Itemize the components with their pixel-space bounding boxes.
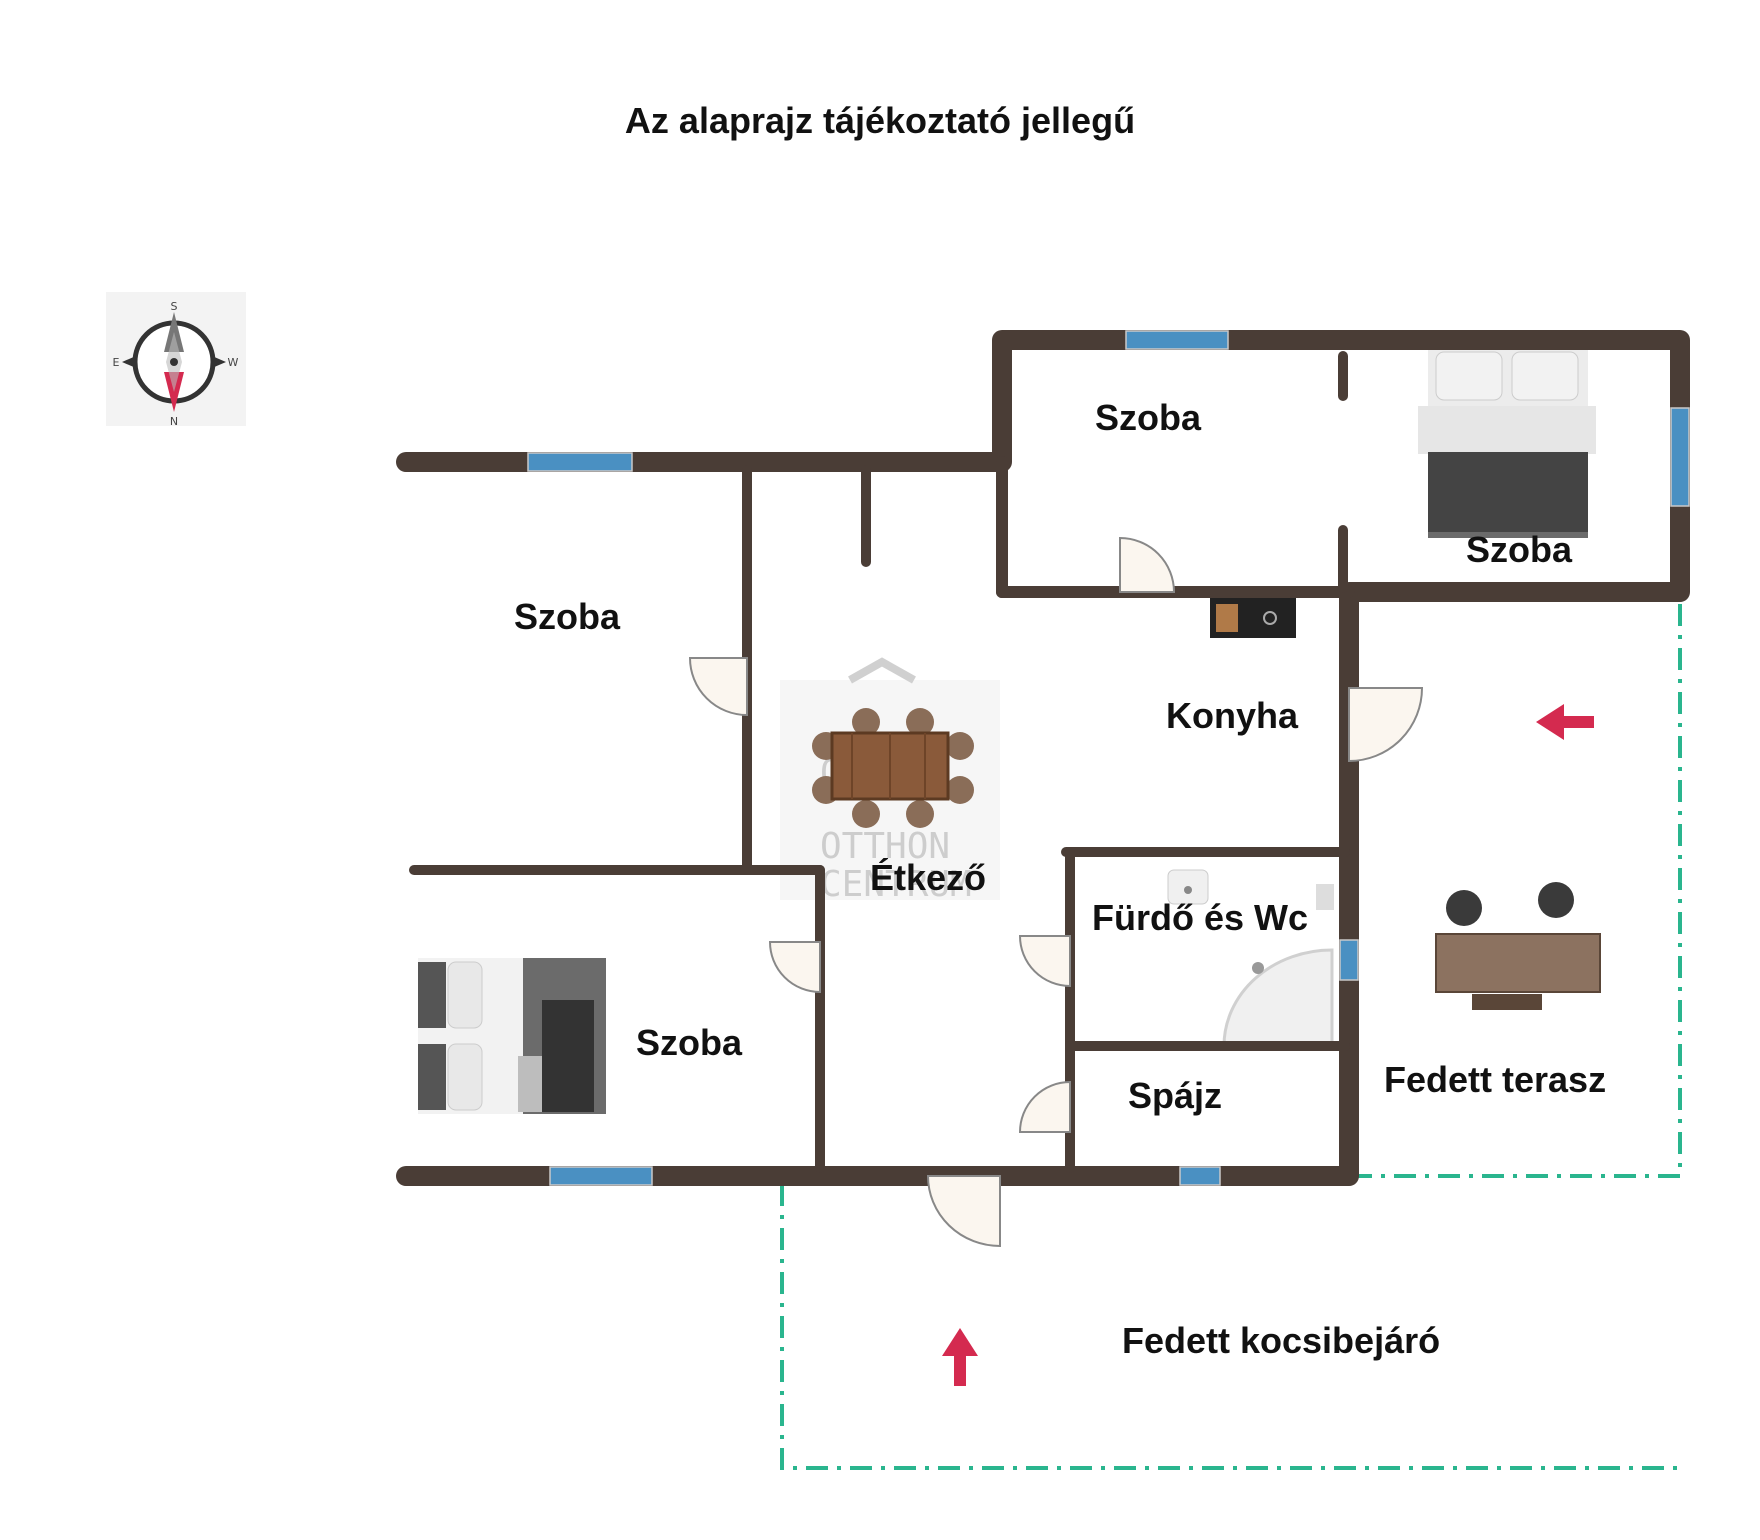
carport-outline [780, 1184, 1680, 1470]
window-bottom-pantry [1179, 1166, 1221, 1186]
compass-w: W [228, 356, 239, 369]
dining-table-icon [812, 708, 974, 828]
compass-s: S [171, 300, 178, 313]
compass-icon: S N E W [106, 292, 246, 428]
label-spajz: Spájz [1128, 1075, 1222, 1116]
door-pantry [1018, 1080, 1071, 1133]
kitchen-sink-icon [1210, 598, 1296, 638]
bed-icon [418, 958, 606, 1114]
bed-icon-2 [1418, 350, 1596, 538]
entry-arrow-icon-2 [1536, 704, 1594, 740]
label-etkezo: Étkező [870, 857, 986, 898]
windows [527, 330, 1690, 1186]
compass-e: E [113, 356, 120, 369]
toilet-icon [1316, 884, 1334, 910]
entry-arrow-icon [942, 1328, 978, 1386]
watermark-line1: OTTHON [820, 826, 950, 867]
door-room-top-middle [1119, 536, 1176, 593]
terrace-outline [1355, 604, 1682, 1178]
door-room-top-left [688, 657, 748, 717]
label-szoba-top-left: Szoba [514, 596, 621, 637]
terrace-table-icon [1435, 882, 1601, 1010]
door-terrace [1348, 687, 1424, 763]
label-szoba-bottom-left: Szoba [636, 1022, 743, 1063]
window-top-left [527, 452, 633, 472]
room-labels: Szoba Szoba Szoba Szoba Konyha Étkező Fü… [514, 397, 1606, 1361]
label-kocsibejaro: Fedett kocsibejáró [1122, 1320, 1440, 1361]
bathtub-icon [1222, 948, 1334, 1048]
washbasin-icon [1167, 869, 1209, 905]
compass-n: N [170, 415, 178, 428]
door-entrance [926, 1175, 1001, 1248]
label-konyha: Konyha [1166, 695, 1299, 736]
label-terasz: Fedett terasz [1384, 1059, 1606, 1100]
window-bath [1339, 939, 1359, 981]
door-room-bottom-left [768, 941, 821, 994]
label-szoba-top-middle: Szoba [1095, 397, 1202, 438]
watermark-line2: CENTRUM [820, 864, 972, 905]
label-szoba-top-right: Szoba [1466, 529, 1573, 570]
door-bath [1018, 935, 1071, 988]
window-bottom-left [549, 1166, 653, 1186]
page-title: Az alaprajz tájékoztató jellegű [624, 100, 1136, 141]
doors [688, 536, 1424, 1248]
window-top-middle [1125, 330, 1229, 350]
window-right [1670, 407, 1690, 507]
label-furdo: Fürdő és Wc [1092, 897, 1308, 938]
